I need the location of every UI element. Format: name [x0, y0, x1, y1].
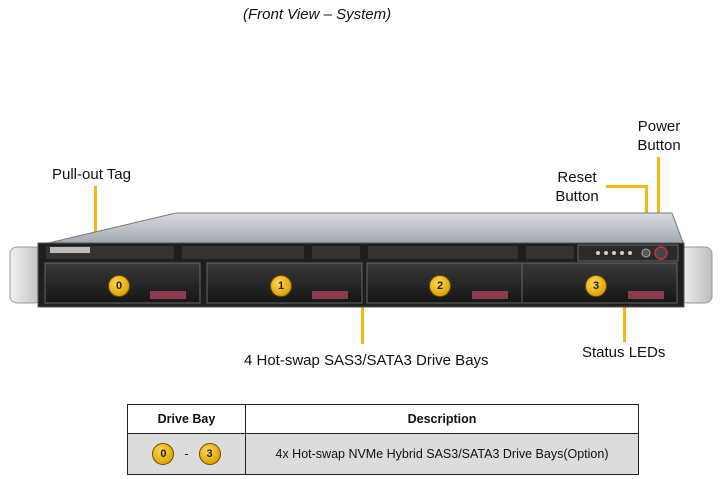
drive-bay-badge-2: 2 [429, 275, 451, 297]
drive-bays-label: 4 Hot-swap SAS3/SATA3 Drive Bays [244, 352, 489, 369]
reset-button-label: Reset Button [550, 168, 604, 206]
drive-bays-leader [361, 280, 364, 344]
power-button-label-line2: Button [637, 137, 681, 154]
figure-caption: (Front View – System) [243, 6, 392, 23]
range-start-badge: 0 [152, 443, 175, 465]
pullout-tag-label: Pull-out Tag [52, 166, 131, 183]
range-end-badge: 3 [198, 443, 221, 465]
drive-bay-range-cell: 0 - 3 [127, 433, 246, 475]
chassis-top-cover [39, 212, 685, 246]
rack-ear-right [679, 246, 713, 304]
reset-button[interactable] [641, 248, 651, 258]
power-button-leader [657, 157, 660, 245]
drive-bay-badge-1: 1 [270, 275, 292, 297]
drive-bay-badge-3: 3 [585, 275, 607, 297]
table-header-row: Drive Bay Description [127, 404, 639, 434]
power-button-label: Power Button [630, 117, 688, 155]
header-description: Description [245, 404, 639, 434]
drive-trays [44, 262, 678, 304]
header-drive-bay: Drive Bay [127, 404, 246, 434]
status-leds [596, 251, 632, 255]
front-vents [46, 246, 574, 259]
server-chassis-drawing [9, 212, 713, 308]
reset-button-label-line2: Button [555, 188, 599, 205]
power-button-label-line1: Power [637, 118, 681, 135]
reset-button-leader-h [606, 185, 648, 188]
rack-ear-left [9, 246, 43, 304]
drive-bay-badge-0: 0 [108, 275, 130, 297]
description-cell: 4x Hot-swap NVMe Hybrid SAS3/SATA3 Drive… [245, 433, 639, 475]
status-leds-label: Status LEDs [582, 344, 666, 361]
tray-latches [150, 291, 664, 299]
pullout-tag-leader [94, 186, 97, 252]
power-button[interactable] [654, 246, 668, 260]
drive-bay-table: Drive Bay Description 0 - 3 4x Hot-swap … [127, 404, 639, 475]
reset-button-label-line1: Reset [557, 169, 597, 186]
range-separator: - [184, 447, 189, 461]
server-chassis: 0 1 2 3 [0, 205, 720, 315]
table-row: 0 - 3 4x Hot-swap NVMe Hybrid SAS3/SATA3… [127, 433, 639, 475]
pullout-tag[interactable] [50, 247, 90, 253]
